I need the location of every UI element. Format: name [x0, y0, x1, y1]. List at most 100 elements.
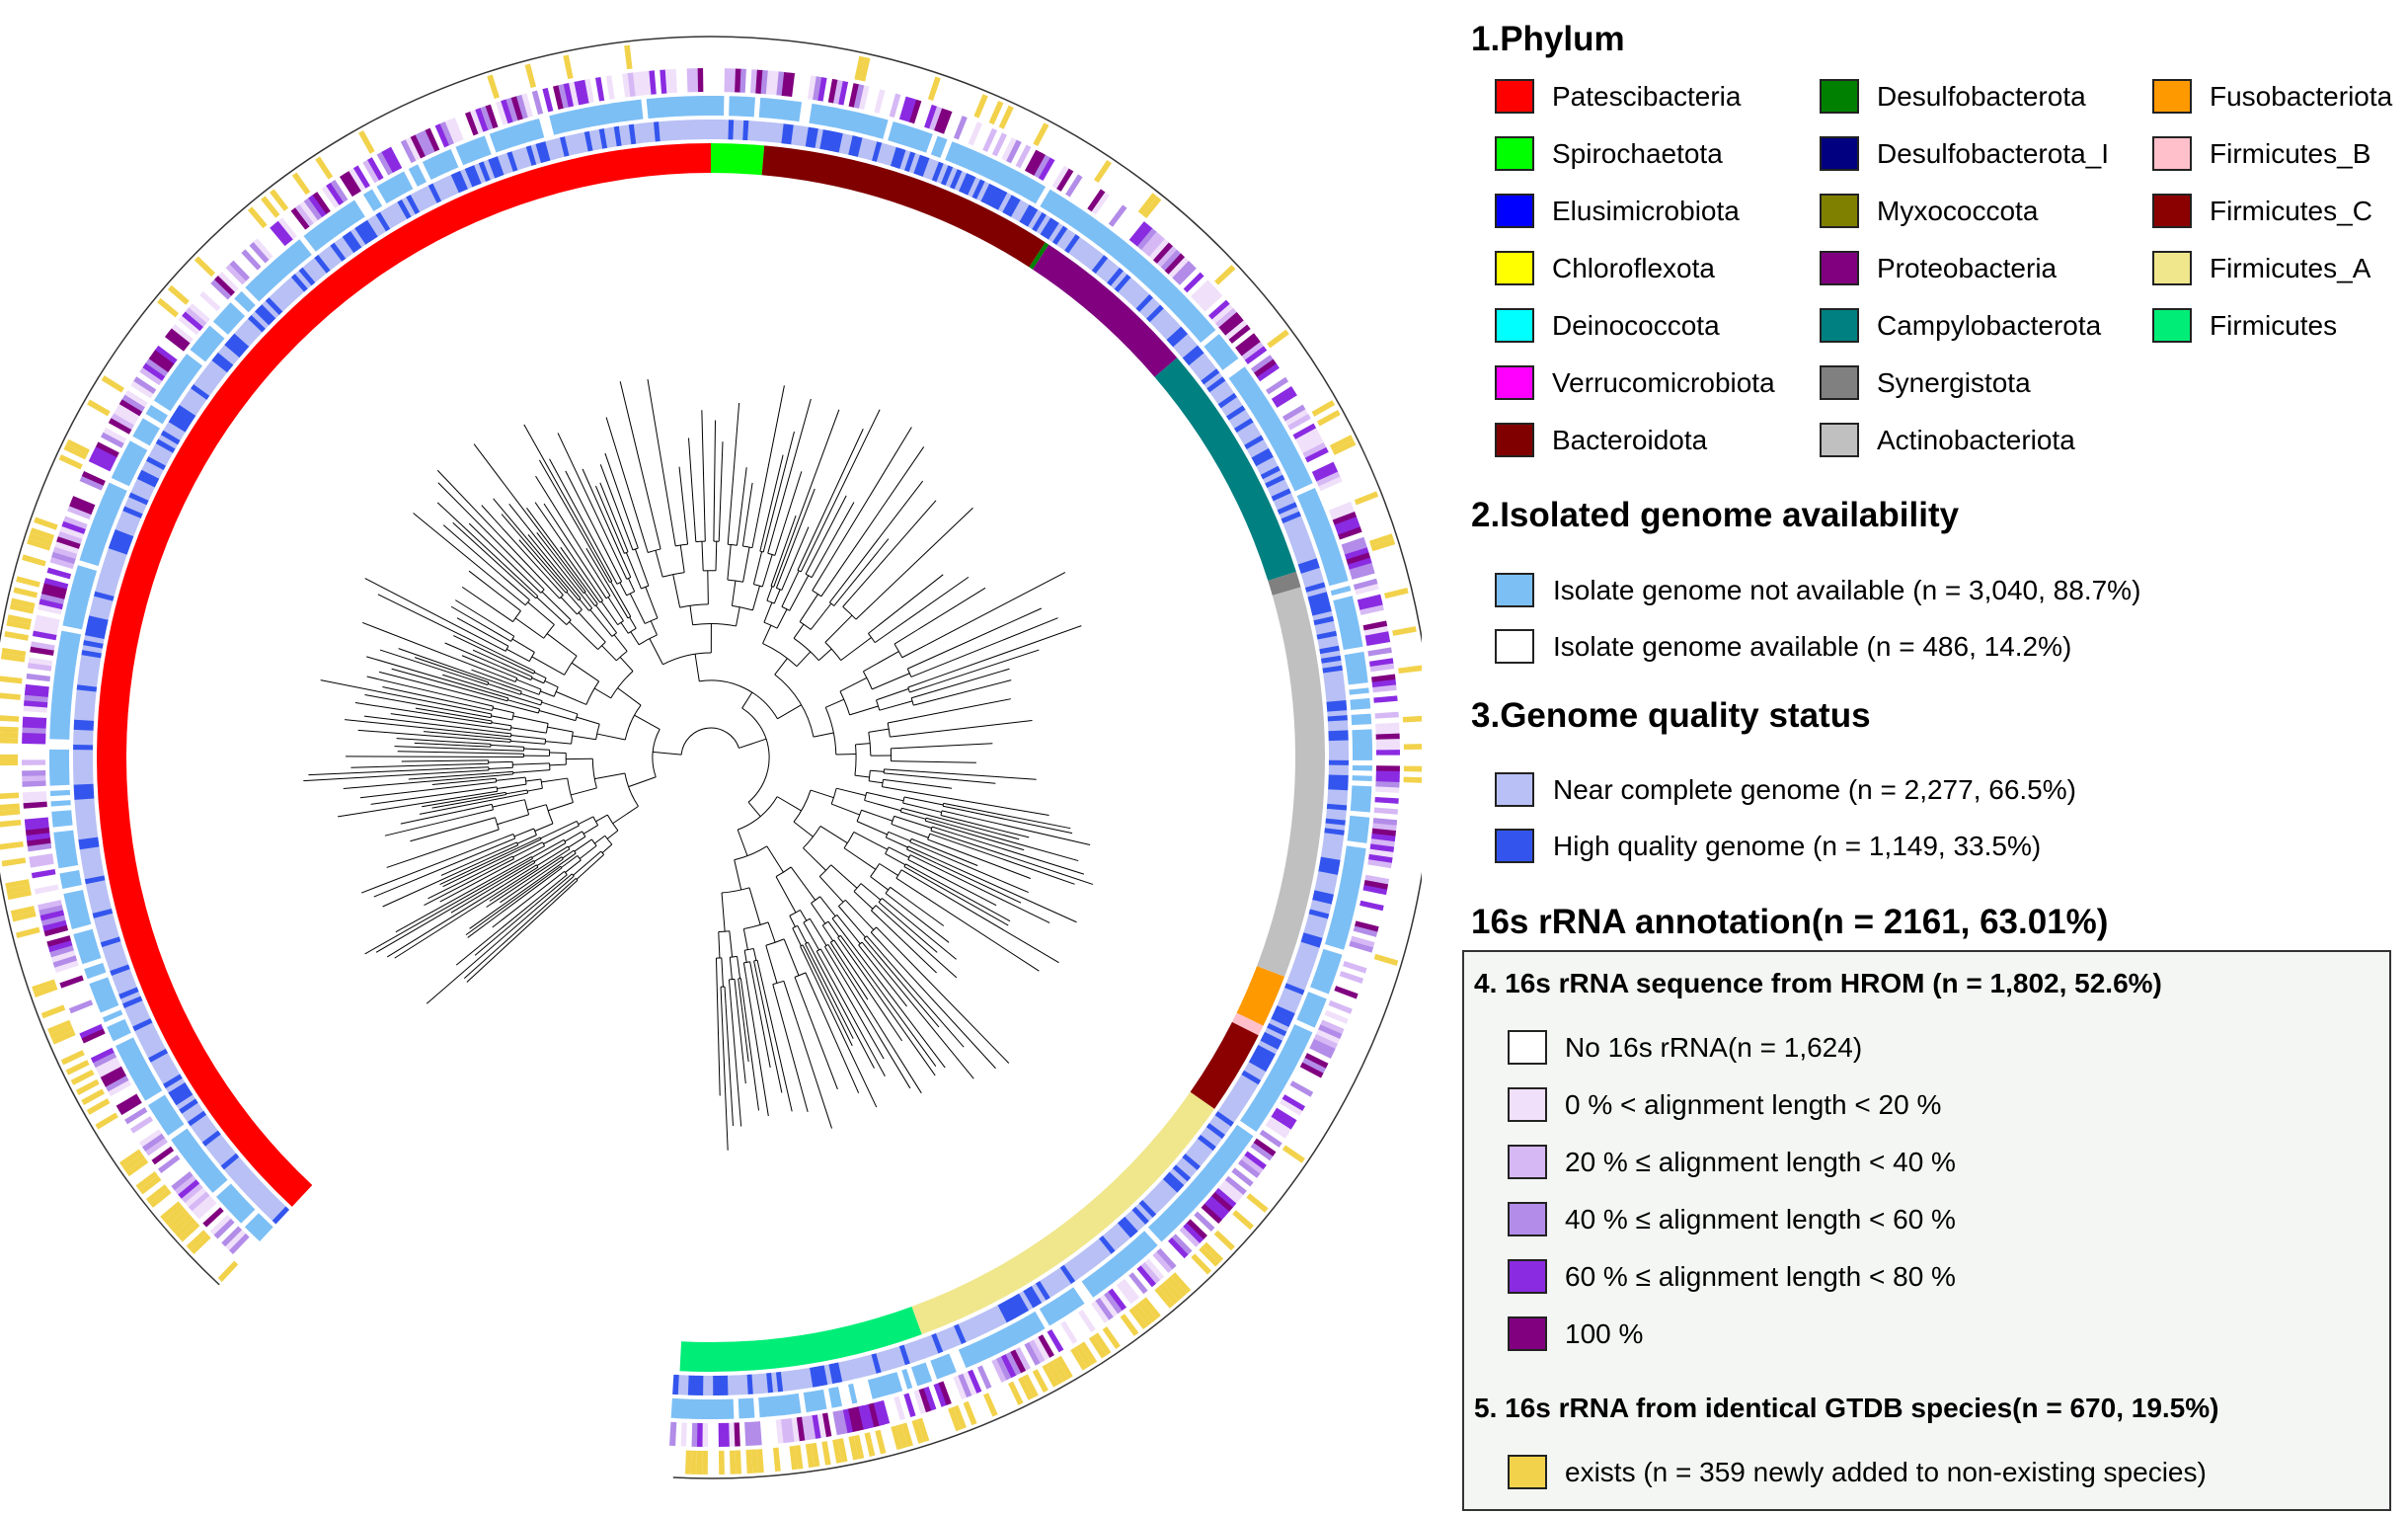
hrom-segment — [201, 1206, 224, 1228]
branch — [488, 760, 513, 763]
branch-arc — [881, 779, 884, 787]
branch-arc — [591, 758, 597, 789]
branch — [619, 381, 657, 528]
hrom-segment — [1365, 869, 1391, 880]
branch — [762, 538, 768, 553]
branch — [379, 649, 473, 680]
gtdb-segment — [0, 653, 26, 663]
quality-segment — [93, 913, 115, 923]
hrom-segment — [127, 384, 151, 403]
hrom-segment — [1038, 157, 1055, 182]
branch-arc — [624, 772, 639, 807]
branch — [610, 560, 623, 583]
isolate-segment — [980, 1337, 995, 1358]
branch-arc — [537, 708, 541, 714]
hrom-segment — [1356, 916, 1380, 927]
legend-swatch — [1495, 772, 1534, 807]
isolate-segment — [882, 1374, 893, 1395]
legend-swatch — [1495, 79, 1534, 114]
isolate-segment — [1304, 996, 1325, 1009]
legend-label: Myxococcota — [1877, 196, 2039, 226]
hrom-segment — [1337, 976, 1362, 990]
quality-segment — [1226, 405, 1246, 422]
quality-segment — [1249, 443, 1270, 458]
branch — [533, 842, 567, 862]
branch — [565, 859, 582, 873]
quality-segment — [130, 487, 151, 501]
hrom-segment — [807, 75, 817, 101]
branch — [444, 642, 516, 675]
legend-swatch — [1508, 1455, 1547, 1489]
quality-segment — [210, 1141, 230, 1158]
hrom-segment — [49, 944, 74, 958]
branch — [618, 541, 625, 554]
gtdb-segment — [927, 76, 941, 102]
quality-segment — [474, 163, 487, 184]
quality-segment — [814, 1366, 823, 1387]
isolate-segment — [219, 1186, 238, 1205]
isolate-segment — [1304, 507, 1326, 520]
isolate-segment — [804, 103, 814, 123]
quality-segment — [1303, 927, 1324, 939]
quality-segment — [698, 120, 705, 140]
quality-segment — [939, 1329, 953, 1351]
branch — [818, 648, 832, 662]
legend-label: Patescibacteria — [1552, 81, 1742, 112]
quality-segment — [535, 142, 547, 164]
quality-segment — [170, 1085, 191, 1102]
legend-swatch — [1508, 1202, 1547, 1236]
gtdb-segment — [1402, 715, 1422, 723]
hrom-segment — [664, 69, 673, 94]
gtdb-segment — [1316, 410, 1341, 427]
gtdb-segment — [167, 1209, 190, 1230]
isolate-segment — [1308, 517, 1330, 529]
hrom-segment — [42, 919, 67, 931]
hrom-segment — [459, 113, 475, 138]
isolate-segment — [1296, 1014, 1317, 1029]
hrom-segment — [1116, 1282, 1135, 1305]
gtdb-segment — [751, 1449, 759, 1474]
quality-segment — [1125, 283, 1143, 303]
branch — [462, 718, 492, 725]
isolate-segment — [1128, 1240, 1146, 1260]
branch — [903, 796, 944, 806]
hrom-segment — [241, 248, 263, 271]
branch — [593, 549, 613, 582]
quality-segment — [204, 1134, 224, 1151]
gtdb-segment — [6, 619, 32, 630]
isolate-segment — [1204, 334, 1223, 352]
hrom-16s-ring — [21, 67, 1400, 1448]
isolate-segment — [413, 164, 427, 185]
branch — [394, 746, 491, 751]
branch — [818, 876, 844, 903]
isolate-segment — [1277, 445, 1297, 460]
isolate-segment — [1219, 354, 1239, 371]
isolate-segment — [513, 123, 526, 145]
quality-segment — [129, 1013, 151, 1027]
branch — [619, 656, 634, 672]
branch-arc — [604, 835, 613, 845]
branch — [929, 833, 943, 839]
quality-segment — [853, 136, 864, 158]
gtdb-segment — [49, 1024, 74, 1040]
hrom-segment — [1144, 1258, 1165, 1281]
gtdb-segment — [270, 189, 289, 211]
branch — [489, 679, 522, 692]
legend-label: Synergistota — [1877, 367, 2031, 398]
quality-segment — [272, 289, 290, 309]
isolate-segment — [692, 96, 700, 117]
hrom-segment — [142, 362, 166, 381]
isolate-segment — [1326, 570, 1348, 582]
isolate-segment — [887, 1373, 898, 1394]
branch — [756, 960, 765, 990]
isolate-segment — [1352, 745, 1372, 752]
quality-segment — [173, 1089, 194, 1106]
quality-segment — [224, 340, 244, 359]
branch — [899, 904, 950, 943]
branch-arc — [759, 550, 764, 553]
branch — [440, 855, 485, 876]
isolate-segment — [1330, 919, 1352, 931]
hrom-segment — [85, 1037, 111, 1054]
hrom-segment — [120, 1102, 145, 1120]
isolate-segment — [58, 640, 80, 650]
